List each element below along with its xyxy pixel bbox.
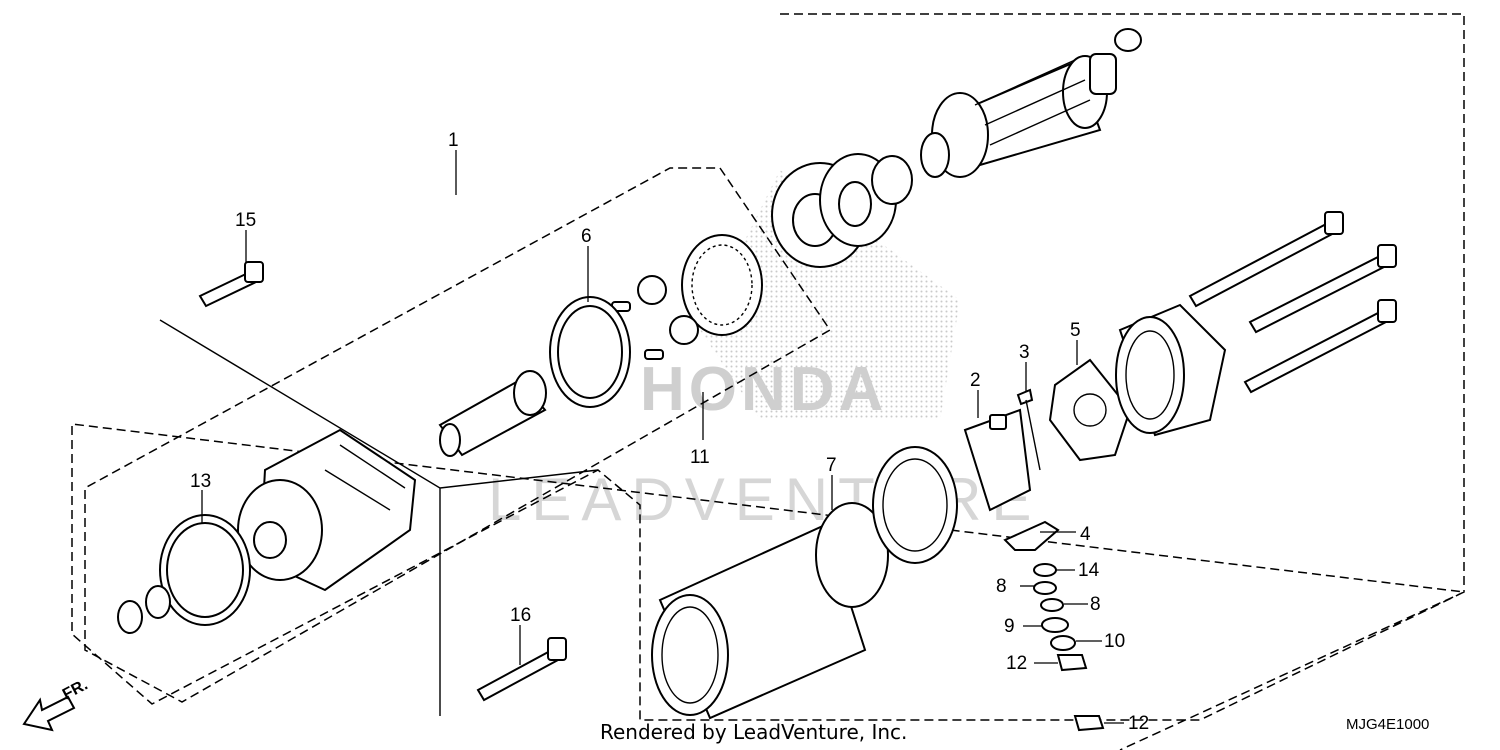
callout-12-upper: 12 [1006,653,1027,674]
callout-6: 6 [581,226,592,247]
assembly-outlines [71,13,1467,750]
watermark-wing-icon [700,170,960,420]
footer-credit: Rendered by LeadVenture, Inc. [600,720,907,744]
o-ring-7 [815,502,889,608]
watermark: HONDA LEADVENTURE [488,170,1041,533]
watermark-brand: HONDA [640,355,887,424]
callout-3: 3 [1019,342,1030,363]
drive-shaft [438,370,547,457]
front-bracket [237,428,417,592]
front-direction-indicator: FR. [22,676,91,732]
assembly-11-outline [84,167,832,703]
callout-11: 11 [690,447,710,468]
leader-lines [201,150,1124,724]
callout-2: 2 [970,370,981,391]
callout-9: 9 [1004,616,1015,637]
o-ring-6 [549,296,631,408]
insulator-ring [872,446,958,564]
terminal-plate-4 [1003,520,1060,551]
o-ring-13 [159,514,251,626]
bolt-16 [476,637,567,702]
callout-13: 13 [190,471,211,492]
callout-16: 16 [510,605,531,626]
direction-arrow-icon [22,695,76,732]
armature [920,28,1142,178]
brush-washers [771,153,913,268]
through-bolts [1188,211,1397,394]
front-washers [117,585,171,634]
brush-plate-5 [1048,358,1132,462]
callout-8-upper: 8 [996,576,1007,597]
callout-4: 4 [1080,524,1091,545]
callouts: 1 2 3 4 5 6 7 8 8 9 10 11 12 12 13 14 15… [190,130,1149,734]
terminal-hardware-stack [1033,563,1105,732]
watermark-text: LEADVENTURE [488,466,1041,533]
callout-12-lower: 12 [1128,713,1149,734]
callout-7: 7 [826,455,837,476]
assembly-1-inner-edge [159,319,599,716]
bolt-15 [198,261,264,308]
rear-cover [1115,303,1227,437]
planetary-gears [611,234,763,360]
callout-8-lower: 8 [1090,594,1101,615]
callout-1: 1 [448,130,459,151]
callout-10: 10 [1104,631,1125,652]
diagram-code: MJG4E1000 [1346,716,1429,733]
brush-holder-2 [963,408,1032,512]
callout-5: 5 [1070,320,1081,341]
callout-14: 14 [1078,560,1100,581]
callout-15: 15 [235,210,256,231]
